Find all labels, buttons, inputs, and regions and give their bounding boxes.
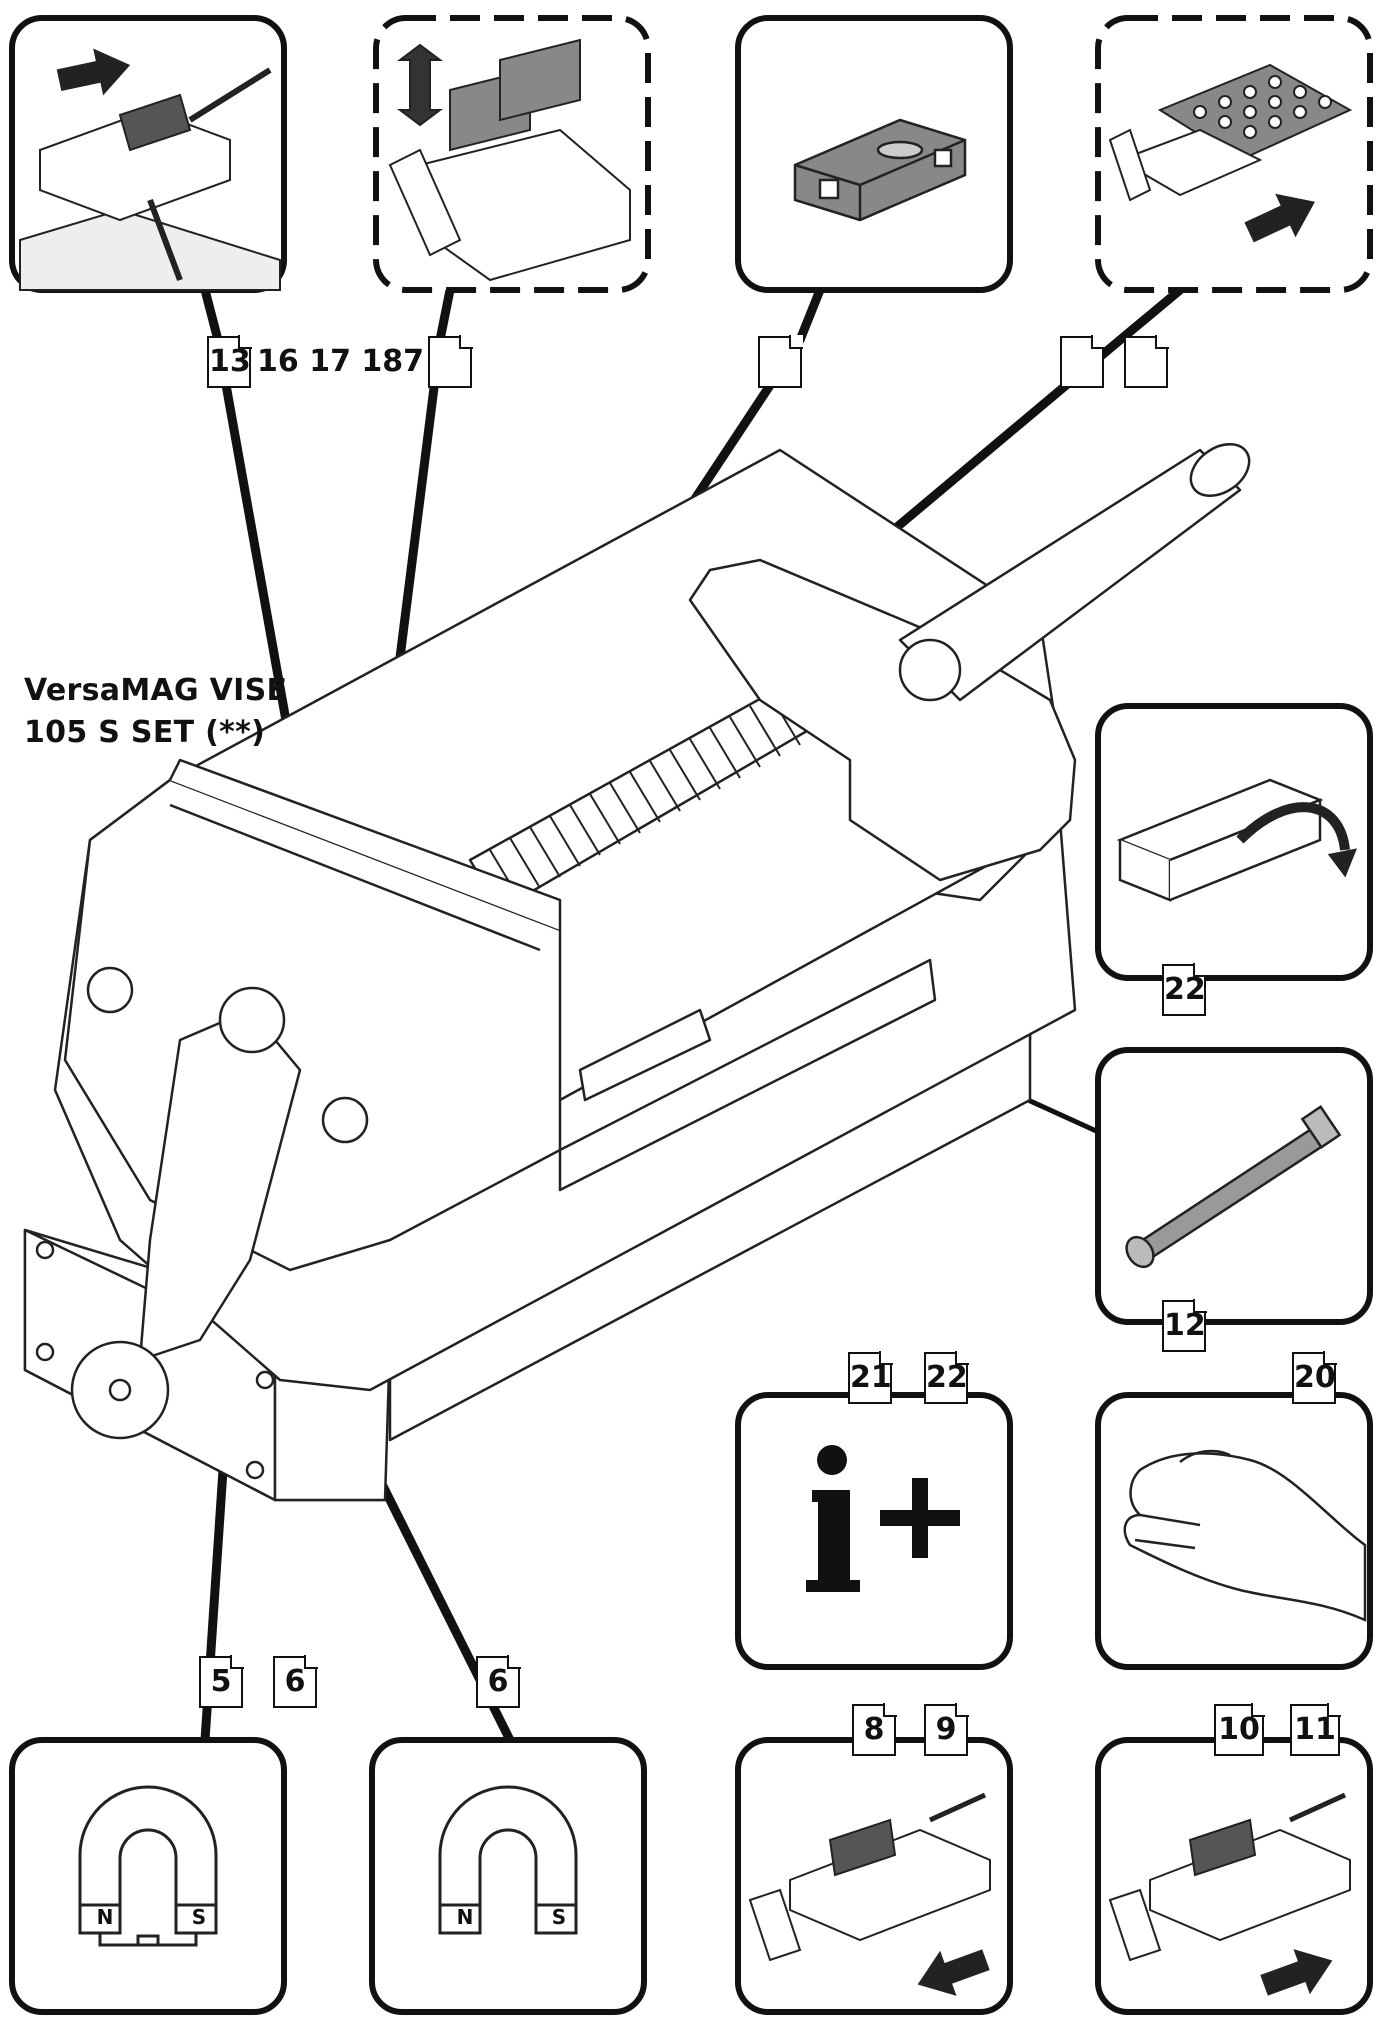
magnet-north-label: N [96,1905,114,1929]
jaw-change-icon [388,38,631,282]
slide-icon [19,42,281,291]
product-title: VersaMAG VISE 105 S SET (**) [24,670,287,754]
page-ref-empty [758,336,802,388]
page-ref: 12 [1162,1300,1206,1352]
page-ref: 11 [1290,1704,1340,1756]
page-ref-empty [1124,336,1168,388]
info-plus-icon [806,1445,960,1592]
magnet-north-label: N [456,1905,474,1929]
page-ref: 8 [852,1704,896,1756]
product-title-line2: 105 S SET (**) [24,715,266,750]
page-ref: 13 [207,336,251,388]
page-ref-empty [1060,336,1104,388]
info-box [735,1392,1013,1670]
page-ref: 20 [1292,1352,1336,1404]
magnet-off-box [369,1737,647,2015]
flip-jaw-icon [1116,778,1358,902]
page-ref: 9 [924,1704,968,1756]
vise-body [23,443,1251,1502]
magnet-off-icon [438,1785,578,1935]
product-title-line1: VersaMAG VISE [24,673,288,708]
page-ref: 6 [273,1656,317,1708]
slide-in-icon [1108,1792,1351,2007]
separator-dot: . [904,1716,916,1751]
pin-plate-icon [1108,63,1353,253]
hand-icon [1123,1449,1367,1622]
page-ref: 22 [924,1352,968,1404]
magnet-on-box [9,1737,287,2015]
page-ref-empty [428,336,472,388]
page-ref: 5 [199,1656,243,1708]
page-ref-list: 16 17 187 [257,344,425,379]
magnet-on-icon [78,1785,218,1947]
page-ref: 6 [476,1656,520,1708]
magnet-south-label: S [191,1905,207,1929]
slide-out-icon [748,1792,994,2006]
spirit-level-icon [793,118,967,222]
magnet-south-label: S [551,1905,567,1929]
separator-dot: . [1270,1716,1282,1751]
page-ref: 22 [1162,964,1206,1016]
page-ref: 10 [1214,1704,1264,1756]
page-ref: 21 [848,1352,892,1404]
rod-icon [1125,1105,1342,1269]
